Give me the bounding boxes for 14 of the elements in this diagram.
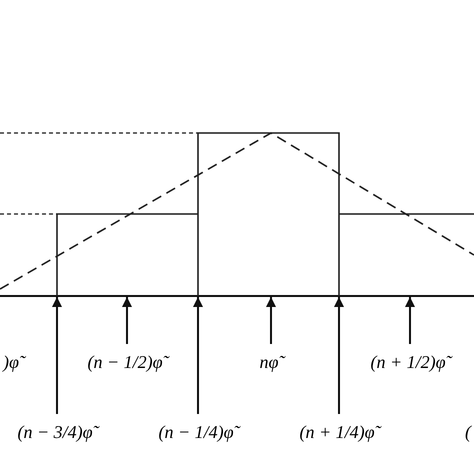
- arrow: [266, 297, 276, 344]
- math-label: )φ̃: [0, 350, 25, 374]
- math-label: (n + 1/2)φ̃: [368, 350, 452, 374]
- math-label: (n − 1/2)φ̃: [85, 350, 169, 374]
- arrow: [193, 297, 203, 414]
- arrow: [405, 297, 415, 344]
- arrow: [334, 297, 344, 414]
- math-label: (: [464, 421, 473, 444]
- math-label: (n − 1/4)φ̃: [156, 420, 240, 444]
- arrow: [52, 297, 62, 414]
- math-label: (n + 1/4)φ̃: [297, 420, 381, 444]
- math-label: (n − 3/4)φ̃: [15, 420, 99, 444]
- arrow: [122, 297, 132, 344]
- math-label: nφ̃: [258, 350, 284, 374]
